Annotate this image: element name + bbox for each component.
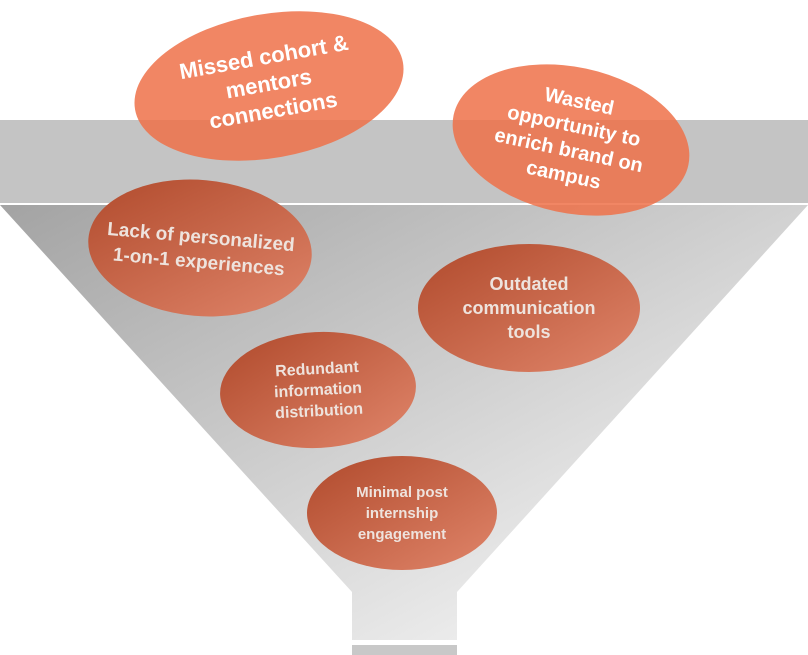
bubble-line: Outdated (490, 274, 569, 294)
funnel-spout-bar (352, 645, 457, 655)
bubble-outdated-tools: Outdated communication tools (418, 244, 640, 372)
bubble-line: Minimal post (356, 484, 448, 501)
bubble-line: tools (508, 322, 551, 342)
bubble-wasted-opportunity: Wastedopportunity toenrich brand oncampu… (452, 64, 690, 216)
bubble-redundant-info: Redundantinformationdistribution (220, 331, 416, 449)
bubble-line: communication (462, 298, 595, 318)
bubble-minimal-engagement: Minimal post internship engagement (307, 456, 497, 570)
bubble-line: internship (366, 505, 439, 522)
bubble-lack-personalized: Lack of personalized1-on-1 experiences (88, 179, 312, 317)
bubble-line: Redundant (275, 359, 360, 380)
bubble-line: engagement (358, 526, 446, 543)
svg-text:Wastedopportunity toenrich bra: Wastedopportunity toenrich brand oncampu… (487, 75, 655, 201)
bubble-line: distribution (275, 401, 364, 423)
bubble-line: information (274, 380, 363, 402)
bubble-missed-cohort: Missed cohort &mentorsconnections (134, 11, 404, 161)
svg-text:Missed cohort &mentorsconnecti: Missed cohort &mentorsconnections (177, 30, 359, 138)
svg-text:Redundantinformationdistributi: Redundantinformationdistribution (273, 359, 364, 423)
